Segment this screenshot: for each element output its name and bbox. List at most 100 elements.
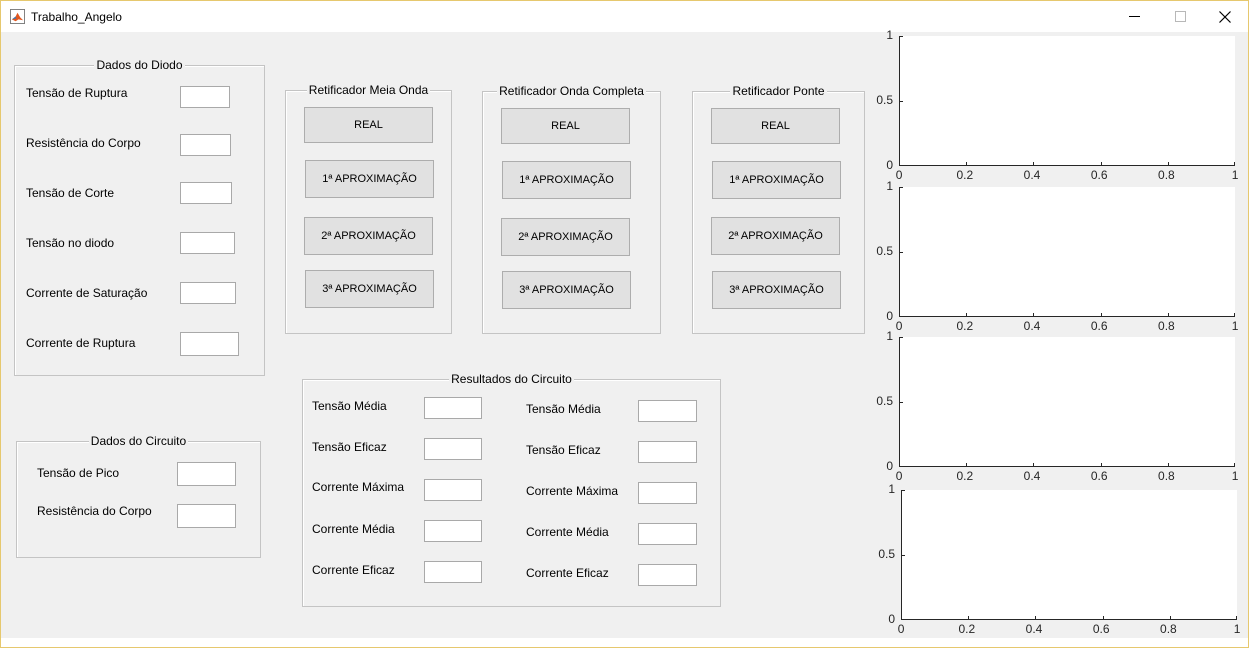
result-label-rms-current-1: Corrente Eficaz <box>312 563 395 577</box>
maximize-icon <box>1174 11 1186 22</box>
x-tick <box>966 463 968 467</box>
title-bar[interactable]: Trabalho_Angelo <box>1 1 1248 32</box>
result-rms-voltage-1-output[interactable] <box>424 438 482 460</box>
full-wave-real-button[interactable]: REAL <box>501 108 630 144</box>
result-label-avg-voltage-1: Tensão Média <box>312 399 387 413</box>
x-tick <box>1169 616 1171 620</box>
y-tick <box>899 165 903 166</box>
y-tick <box>899 402 903 403</box>
plot-axes-2[interactable] <box>899 187 1235 317</box>
maximize-button[interactable] <box>1157 1 1203 32</box>
y-tick <box>901 490 905 491</box>
x-tick <box>899 463 900 467</box>
field-label-circuit-body-resistance: Resistência do Corpo <box>37 504 152 518</box>
result-label-avg-current-1: Corrente Média <box>312 522 395 536</box>
x-tick <box>1102 616 1104 620</box>
bridge-1st-approx-button[interactable]: 1ª APROXIMAÇÃO <box>712 161 841 199</box>
y-tick <box>901 555 905 556</box>
result-max-current-1-output[interactable] <box>424 479 482 501</box>
minimize-button[interactable] <box>1111 1 1157 32</box>
full-wave-3rd-approx-button[interactable]: 3ª APROXIMAÇÃO <box>502 271 631 309</box>
x-tick <box>966 162 968 166</box>
bridge-3rd-approx-button[interactable]: 3ª APROXIMAÇÃO <box>712 271 841 309</box>
x-tick-label: 0.8 <box>1158 469 1175 483</box>
result-label-avg-voltage-2: Tensão Média <box>526 402 601 416</box>
field-label-breakdown-voltage: Tensão de Ruptura <box>26 86 128 100</box>
full-wave-2nd-approx-button[interactable]: 2ª APROXIMAÇÃO <box>501 218 630 256</box>
cutoff-voltage-input[interactable] <box>180 182 232 204</box>
half-wave-3rd-approx-button[interactable]: 3ª APROXIMAÇÃO <box>305 270 434 308</box>
result-avg-current-1-output[interactable] <box>424 520 482 542</box>
x-tick-label: 0 <box>895 168 903 182</box>
plot-axes-1[interactable] <box>899 36 1235 166</box>
y-tick-label: 0.5 <box>876 244 893 258</box>
diode-voltage-input[interactable] <box>180 232 235 254</box>
result-rms-current-1-output[interactable] <box>424 561 482 583</box>
plot-axes-4[interactable] <box>901 490 1237 620</box>
y-tick <box>899 466 903 467</box>
peak-voltage-input[interactable] <box>177 462 236 486</box>
y-tick <box>899 101 903 102</box>
x-tick-label: 0.2 <box>958 622 976 636</box>
result-avg-voltage-2-output[interactable] <box>638 400 697 422</box>
window-bottom-edge <box>1 638 1248 647</box>
half-wave-panel-title: Retificador Meia Onda <box>306 83 431 97</box>
saturation-current-input[interactable] <box>180 282 236 304</box>
bridge-real-button[interactable]: REAL <box>711 108 840 144</box>
x-tick <box>1167 463 1169 467</box>
result-label-rms-current-2: Corrente Eficaz <box>526 566 609 580</box>
result-rms-current-2-output[interactable] <box>638 564 697 586</box>
x-tick <box>1033 162 1035 166</box>
y-tick <box>899 337 903 338</box>
x-axis-line <box>899 165 1235 166</box>
result-avg-voltage-1-output[interactable] <box>424 397 482 419</box>
x-tick <box>1033 463 1035 467</box>
field-label-peak-voltage: Tensão de Pico <box>37 466 120 480</box>
plot-axes-3[interactable] <box>899 337 1235 467</box>
x-tick-label: 1 <box>1231 469 1239 483</box>
x-tick-label: 0.2 <box>956 168 974 182</box>
half-wave-real-button[interactable]: REAL <box>304 107 433 143</box>
y-tick-label: 0.5 <box>876 394 893 408</box>
x-axis-line <box>901 619 1237 620</box>
result-rms-voltage-2-output[interactable] <box>638 441 697 463</box>
circuit-body-resistance-input[interactable] <box>177 504 236 528</box>
breakdown-current-input[interactable] <box>180 332 239 356</box>
circuit-panel-title: Dados do Circuito <box>88 434 189 448</box>
x-tick-label: 0.8 <box>1158 319 1175 333</box>
y-tick-label: 1 <box>886 329 893 343</box>
x-tick-label: 1 <box>1233 622 1241 636</box>
x-tick-label: 0.2 <box>956 469 974 483</box>
x-tick <box>899 313 900 317</box>
x-axis-line <box>899 466 1235 467</box>
x-tick-label: 0.6 <box>1090 168 1108 182</box>
field-label-body-resistance: Resistência do Corpo <box>26 136 141 150</box>
x-tick-label: 1 <box>1231 168 1239 182</box>
result-label-rms-voltage-1: Tensão Eficaz <box>312 440 387 454</box>
half-wave-1st-approx-button[interactable]: 1ª APROXIMAÇÃO <box>305 160 434 198</box>
x-tick <box>1100 162 1102 166</box>
bridge-2nd-approx-button[interactable]: 2ª APROXIMAÇÃO <box>711 217 840 255</box>
diode-panel-title: Dados do Diodo <box>94 58 185 72</box>
result-avg-current-2-output[interactable] <box>638 523 697 545</box>
result-max-current-2-output[interactable] <box>638 482 697 504</box>
x-tick-label: 0.4 <box>1023 469 1041 483</box>
x-tick-label: 0.2 <box>956 319 974 333</box>
window-title: Trabalho_Angelo <box>31 10 122 24</box>
matlab-icon <box>10 9 25 24</box>
minimize-icon <box>1128 16 1140 17</box>
circuit-data-panel: Dados do Circuito <box>16 434 261 558</box>
half-wave-2nd-approx-button[interactable]: 2ª APROXIMAÇÃO <box>304 217 433 255</box>
y-tick-label: 1 <box>886 28 893 42</box>
full-wave-1st-approx-button[interactable]: 1ª APROXIMAÇÃO <box>502 161 631 199</box>
y-tick-label: 0 <box>886 309 893 323</box>
body-resistance-input[interactable] <box>180 134 231 156</box>
x-tick-label: 0.8 <box>1160 622 1177 636</box>
y-tick <box>899 187 903 188</box>
x-tick <box>1234 463 1235 467</box>
x-tick <box>1236 616 1237 620</box>
x-tick-label: 0 <box>895 469 903 483</box>
close-button[interactable] <box>1202 1 1248 32</box>
breakdown-voltage-input[interactable] <box>180 86 230 108</box>
x-tick-label: 0.8 <box>1158 168 1175 182</box>
